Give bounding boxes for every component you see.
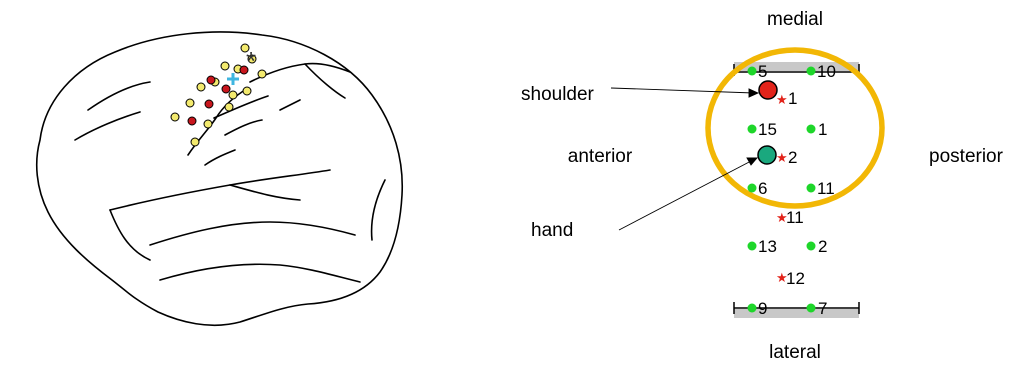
- lateral-fissure: [110, 170, 330, 210]
- yellow-site-dot: [191, 138, 199, 146]
- medial-label: medial: [767, 9, 823, 30]
- red-site-dot: [207, 76, 215, 84]
- site-number: 1: [788, 89, 797, 108]
- green-site-dot: [748, 67, 757, 76]
- site-number: 7: [818, 299, 827, 318]
- star-icon: ★: [776, 93, 788, 108]
- brain-outline: [37, 32, 403, 325]
- asterisk-marker: *: [246, 46, 256, 76]
- site-number: 9: [758, 299, 767, 318]
- site-number: 10: [817, 62, 836, 81]
- yellow-site-dot: [204, 120, 212, 128]
- red-site-dot: [205, 100, 213, 108]
- site-number: 15: [758, 120, 777, 139]
- shoulder-marker: [759, 81, 777, 99]
- yellow-site-dot: [197, 83, 205, 91]
- hand-label: hand: [531, 220, 573, 241]
- response-ring: [708, 50, 882, 206]
- site-number: 1: [818, 120, 827, 139]
- yellow-site-dot: [171, 113, 179, 121]
- red-stars: ★ ★ ★ ★: [776, 93, 788, 286]
- site-number: 2: [818, 237, 827, 256]
- green-site-dot: [807, 125, 816, 134]
- anterior-label: anterior: [568, 146, 633, 167]
- site-number: 11: [786, 208, 804, 227]
- site-number: 13: [758, 237, 777, 256]
- green-site-dot: [807, 304, 816, 313]
- green-site-dot: [807, 184, 816, 193]
- green-site-dot: [748, 125, 757, 134]
- green-site-dot: [748, 184, 757, 193]
- hand-marker: [758, 146, 776, 164]
- yellow-site-dot: [225, 103, 233, 111]
- star-icon: ★: [776, 151, 788, 166]
- yellow-site-dot: [258, 70, 266, 78]
- yellow-site-dot: [221, 62, 229, 70]
- site-number: 12: [786, 269, 805, 288]
- posterior-label: posterior: [929, 146, 1004, 167]
- site-number: 2: [788, 148, 797, 167]
- yellow-site-dot: [229, 91, 237, 99]
- green-site-dot: [807, 67, 816, 76]
- yellow-site-dot: [186, 99, 194, 107]
- green-site-dot: [748, 242, 757, 251]
- red-site-dot: [188, 117, 196, 125]
- yellow-site-dot: [243, 87, 251, 95]
- green-site-dot: [748, 304, 757, 313]
- site-number: 5: [758, 62, 767, 81]
- site-number: 11: [817, 179, 835, 198]
- shoulder-label: shoulder: [521, 84, 595, 105]
- green-site-dot: [807, 242, 816, 251]
- hand-arrow: [619, 158, 757, 230]
- red-site-dot: [222, 85, 230, 93]
- cyan-cross-marker: [227, 73, 239, 85]
- brain-drawing: [37, 32, 403, 325]
- shoulder-arrow: [611, 88, 758, 97]
- lateral-label: lateral: [769, 342, 821, 363]
- site-number: 6: [758, 179, 767, 198]
